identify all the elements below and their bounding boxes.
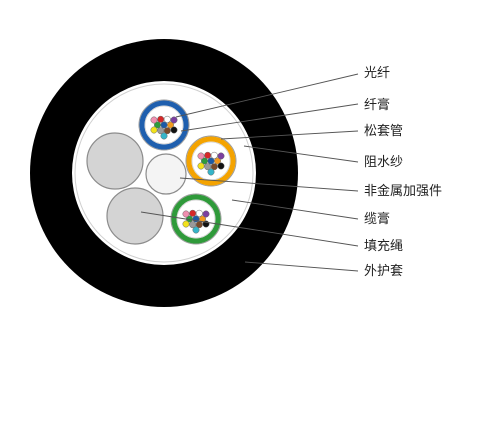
- fiber-strand: [170, 116, 178, 124]
- fiber-strand: [217, 152, 225, 160]
- fiber-strand: [160, 132, 168, 140]
- loose-tube-blue: [138, 99, 190, 151]
- fiber-strand: [207, 157, 215, 165]
- tube-wall: [186, 136, 236, 186]
- fiber-strand: [202, 210, 210, 218]
- fiber-strand: [195, 209, 203, 217]
- leader-fiber-gel: [180, 103, 359, 132]
- fiber-strand: [204, 163, 212, 171]
- fiber-strand: [157, 115, 165, 123]
- fiber-strand: [157, 127, 165, 135]
- fiber-strand: [201, 157, 208, 165]
- fiber-strand: [160, 121, 168, 129]
- fiber-strand: [189, 209, 197, 217]
- tube-wall: [139, 100, 189, 150]
- tube-wall: [171, 194, 221, 244]
- water-blocking-wrap: [74, 83, 254, 263]
- label-water-blocking-yarn: 阻水纱: [364, 155, 404, 170]
- leader-water-blocking-yarn: [243, 145, 359, 163]
- loose-tube-green: [170, 193, 222, 245]
- leader-strength-member: [179, 177, 359, 192]
- fiber-strand: [154, 121, 161, 129]
- fiber-strand: [214, 157, 221, 165]
- fiber-strand: [167, 121, 174, 129]
- fiber-strand: [150, 126, 158, 134]
- label-fiber: 光纤: [364, 66, 391, 81]
- filler-rope-lower: [106, 187, 164, 245]
- label-cable-gel: 缆膏: [364, 212, 391, 227]
- fiber-strand: [150, 116, 158, 124]
- fiber-strand: [217, 162, 225, 170]
- leader-outer-jacket: [244, 261, 359, 272]
- fiber-strand: [207, 168, 215, 176]
- label-loose-tube: 松套管: [364, 124, 404, 139]
- fiber-strand: [189, 221, 197, 229]
- fiber-strand: [197, 152, 205, 160]
- label-fiber-gel: 纤膏: [364, 98, 391, 113]
- leader-fiber: [175, 73, 359, 118]
- strength-member: [145, 153, 187, 195]
- label-strength-member: 非金属加强件: [364, 184, 443, 199]
- leader-filler-rope: [140, 211, 359, 247]
- leader-cable-gel: [231, 199, 359, 220]
- fiber-strand: [197, 162, 205, 170]
- cable-shapes: [30, 39, 298, 307]
- fiber-strand: [204, 151, 212, 159]
- fiber-strand: [210, 151, 218, 159]
- fiber-strand: [163, 115, 171, 123]
- filler-rope-upper: [86, 132, 144, 190]
- leader-lines: [140, 73, 359, 272]
- fiber-strand: [170, 126, 178, 134]
- fiber-strand: [182, 220, 190, 228]
- fiber-strand: [182, 210, 190, 218]
- fiber-strand: [199, 215, 206, 223]
- fiber-strand: [192, 226, 200, 234]
- label-filler-rope: 填充绳: [364, 239, 404, 254]
- label-outer-jacket: 外护套: [364, 264, 404, 279]
- loose-tube-orange: [185, 135, 237, 187]
- leader-loose-tube: [220, 130, 359, 140]
